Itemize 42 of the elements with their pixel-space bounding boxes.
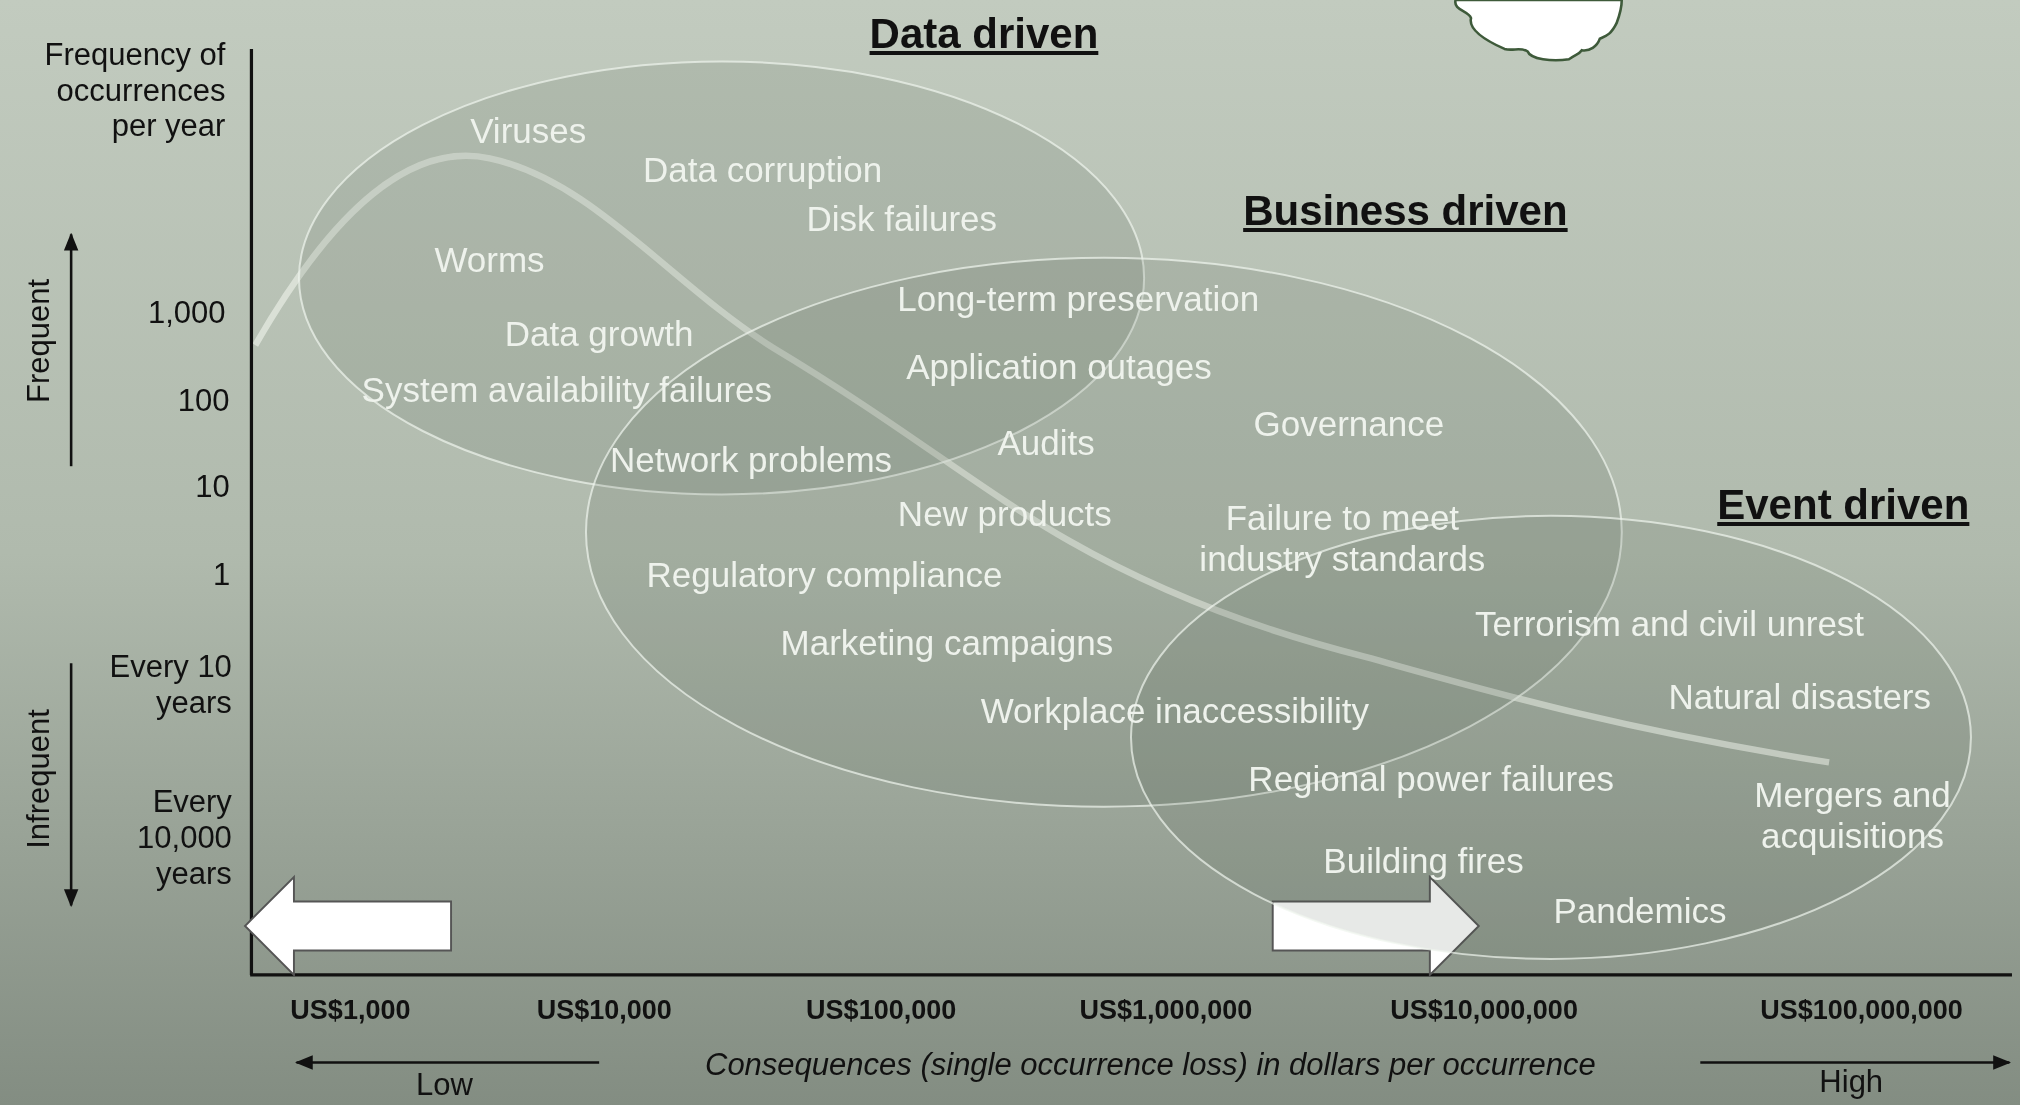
risk-item: Audits — [997, 423, 1095, 464]
tick-label: US$10,000 — [536, 995, 672, 1027]
tick-label: US$100,000,000 — [1760, 995, 1963, 1027]
tick-label: US$1,000 — [290, 995, 411, 1027]
risk-item: Viruses — [470, 111, 587, 152]
tick-label: 10 — [195, 469, 230, 505]
axis-title: Frequency of occurrences per year — [43, 36, 226, 144]
risk-item: Data growth — [504, 313, 694, 354]
risk-item: Worms — [434, 240, 545, 281]
axis-label: High — [1819, 1064, 1884, 1100]
region-heading: Business driven — [1243, 186, 1568, 235]
tick-label: 1,000 — [148, 295, 226, 331]
risk-item: Regional power failures — [1248, 759, 1615, 800]
tick-label: Every 10,000 years — [136, 783, 232, 891]
axis-label: Infrequent — [20, 709, 57, 850]
risk-item: Failure to meet industry standards — [1198, 498, 1487, 579]
risk-item: Governance — [1253, 403, 1445, 444]
region-heading: Event driven — [1717, 480, 1970, 529]
tick-label: 100 — [177, 382, 230, 419]
risk-item: Building fires — [1323, 840, 1524, 881]
risk-item: Regulatory compliance — [646, 554, 1003, 595]
risk-item: Pandemics — [1553, 890, 1727, 931]
axis-label: Low — [416, 1066, 473, 1103]
risk-item: Terrorism and civil unrest — [1475, 603, 1865, 644]
tick-label: US$100,000 — [806, 995, 957, 1027]
tick-label: Every 10 years — [108, 649, 232, 721]
tick-label: US$1,000,000 — [1079, 995, 1253, 1027]
risk-item: Marketing campaigns — [780, 622, 1114, 663]
risk-item: Natural disasters — [1668, 676, 1931, 718]
region-heading: Data driven — [869, 10, 1099, 59]
risk-item: Disk failures — [806, 198, 998, 240]
tick-label: US$10,000,000 — [1390, 995, 1578, 1027]
tick-label: 1 — [212, 556, 231, 593]
risk-item: System availability failures — [361, 370, 773, 411]
risk-item: New products — [897, 493, 1112, 535]
risk-item: Application outages — [906, 347, 1212, 388]
risk-item: Long-term preservation — [897, 278, 1260, 319]
axis-title: Consequences (single occurrence loss) in dollars per occurrence — [705, 1047, 1596, 1084]
cloud-shape — [1453, 0, 1625, 62]
axis-label: Frequent — [20, 279, 57, 404]
risk-item: Data corruption — [643, 149, 883, 191]
risk-item: Network problems — [610, 439, 893, 481]
